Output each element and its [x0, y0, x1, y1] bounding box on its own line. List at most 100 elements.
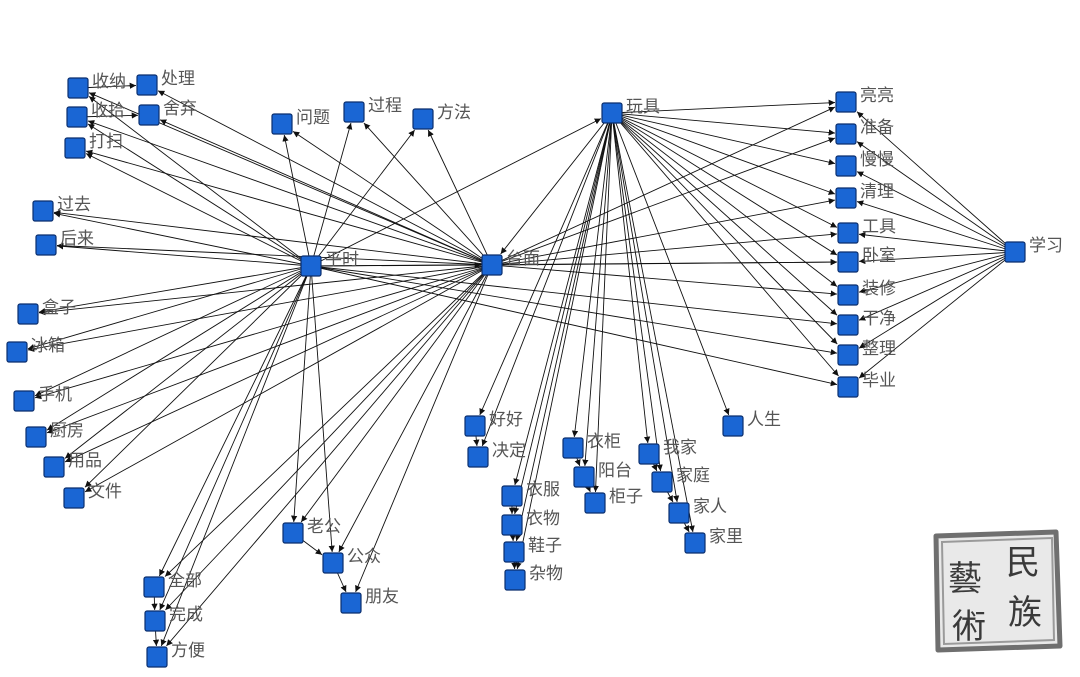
node-yiwu[interactable]: 衣物 — [501, 509, 560, 536]
node-pengyou[interactable]: 朋友 — [340, 587, 399, 614]
node-square-pingshi[interactable] — [300, 255, 322, 277]
node-gongju[interactable]: 工具 — [837, 217, 896, 244]
node-bingxiang[interactable]: 冰箱 — [6, 336, 65, 363]
node-square-zhuangxiu[interactable] — [837, 284, 859, 306]
node-shouji[interactable]: 手机 — [13, 385, 72, 412]
node-square-shouna[interactable] — [67, 77, 89, 99]
node-square-xiezi[interactable] — [503, 541, 525, 563]
node-square-qingli[interactable] — [835, 187, 857, 209]
node-xuexi[interactable]: 学习 — [1004, 236, 1063, 263]
node-square-quanbu[interactable] — [143, 576, 165, 598]
node-square-wenjian[interactable] — [63, 487, 85, 509]
node-xiezi[interactable]: 鞋子 — [503, 536, 562, 563]
node-square-shouji[interactable] — [13, 390, 35, 412]
node-square-taimian[interactable] — [481, 254, 503, 276]
node-square-biye[interactable] — [837, 376, 859, 398]
node-square-woshi[interactable] — [837, 251, 859, 273]
node-square-jiali[interactable] — [684, 532, 706, 554]
node-qingli[interactable]: 清理 — [835, 182, 894, 209]
node-square-wanju[interactable] — [601, 102, 623, 124]
node-square-fangbian[interactable] — [146, 646, 168, 668]
node-haohao[interactable]: 好好 — [464, 410, 523, 437]
node-square-laogong[interactable] — [282, 522, 304, 544]
node-square-haohao[interactable] — [464, 415, 486, 437]
node-zhengli[interactable]: 整理 — [837, 339, 896, 366]
node-square-zawu[interactable] — [504, 569, 526, 591]
node-jiaren[interactable]: 家人 — [668, 497, 727, 524]
node-fangfa[interactable]: 方法 — [412, 103, 471, 130]
node-square-fangfa[interactable] — [412, 108, 434, 130]
node-quanbu[interactable]: 全部 — [143, 571, 202, 598]
node-square-guizi[interactable] — [584, 492, 606, 514]
node-square-chufang[interactable] — [25, 426, 47, 448]
node-square-sheqi[interactable] — [138, 104, 160, 126]
node-woshi[interactable]: 卧室 — [837, 246, 896, 273]
node-square-jiaren[interactable] — [668, 502, 690, 524]
node-square-manman[interactable] — [835, 155, 857, 177]
node-square-pengyou[interactable] — [340, 592, 362, 614]
node-pingshi[interactable]: 平时 — [300, 250, 359, 277]
node-square-wancheng[interactable] — [144, 610, 166, 632]
node-shouna[interactable]: 收纳 — [67, 72, 126, 99]
node-gongzhong[interactable]: 公众 — [322, 547, 381, 574]
node-wojia[interactable]: 我家 — [638, 438, 697, 465]
node-hezi[interactable]: 盒子 — [17, 298, 76, 325]
node-square-yongpin[interactable] — [43, 456, 65, 478]
node-square-wojia[interactable] — [638, 443, 660, 465]
node-square-houlai[interactable] — [35, 234, 57, 256]
node-zhuangxiu[interactable]: 装修 — [837, 279, 896, 306]
node-rensheng[interactable]: 人生 — [722, 410, 781, 437]
node-square-liangliang[interactable] — [835, 91, 857, 113]
node-taimian[interactable]: 台面 — [481, 249, 540, 276]
node-square-yiwu[interactable] — [501, 514, 523, 536]
node-square-gongju[interactable] — [837, 222, 859, 244]
node-square-yangtai[interactable] — [573, 466, 595, 488]
node-yongpin[interactable]: 用品 — [43, 451, 102, 478]
node-laogong[interactable]: 老公 — [282, 517, 341, 544]
node-shoushi[interactable]: 收拾 — [66, 101, 125, 128]
node-sheqi[interactable]: 舍弃 — [138, 99, 197, 126]
node-yifu[interactable]: 衣服 — [501, 480, 560, 507]
node-square-gongzhong[interactable] — [322, 552, 344, 574]
node-liangliang[interactable]: 亮亮 — [835, 86, 894, 113]
node-square-zhunbei[interactable] — [835, 123, 857, 145]
node-square-guoqu[interactable] — [32, 200, 54, 222]
node-yangtai[interactable]: 阳台 — [573, 461, 632, 488]
node-manman[interactable]: 慢慢 — [835, 149, 894, 177]
node-chuli[interactable]: 处理 — [136, 69, 195, 96]
node-chufang[interactable]: 厨房 — [25, 421, 84, 448]
node-square-shoushi[interactable] — [66, 106, 88, 128]
node-jueding[interactable]: 决定 — [467, 441, 526, 468]
node-square-ganjing[interactable] — [837, 314, 859, 336]
node-square-yigui[interactable] — [562, 437, 584, 459]
node-houlai[interactable]: 后来 — [35, 229, 94, 256]
node-square-hezi[interactable] — [17, 303, 39, 325]
node-wanju[interactable]: 玩具 — [601, 97, 660, 124]
node-square-yifu[interactable] — [501, 485, 523, 507]
node-yigui[interactable]: 衣柜 — [562, 432, 621, 459]
node-biye[interactable]: 毕业 — [837, 371, 896, 398]
node-square-dasao[interactable] — [64, 137, 86, 159]
node-square-chuli[interactable] — [136, 74, 158, 96]
node-wenjian[interactable]: 文件 — [63, 482, 122, 509]
node-square-jiating[interactable] — [651, 471, 673, 493]
node-guoqu[interactable]: 过去 — [32, 195, 91, 222]
node-guocheng[interactable]: 过程 — [343, 96, 402, 123]
node-jiali[interactable]: 家里 — [684, 527, 743, 554]
node-square-zhengli[interactable] — [837, 344, 859, 366]
node-jiating[interactable]: 家庭 — [651, 466, 710, 493]
node-guizi[interactable]: 柜子 — [584, 487, 643, 514]
node-wancheng[interactable]: 完成 — [144, 605, 203, 632]
node-square-rensheng[interactable] — [722, 415, 744, 437]
node-square-bingxiang[interactable] — [6, 341, 28, 363]
node-ganjing[interactable]: 干净 — [837, 309, 896, 336]
node-square-xuexi[interactable] — [1004, 241, 1026, 263]
node-zhunbei[interactable]: 准备 — [835, 118, 894, 145]
node-zawu[interactable]: 杂物 — [504, 564, 563, 591]
node-square-wenti[interactable] — [271, 113, 293, 135]
node-square-jueding[interactable] — [467, 446, 489, 468]
node-dasao[interactable]: 打扫 — [64, 132, 123, 159]
node-fangbian[interactable]: 方便 — [146, 641, 205, 668]
node-wenti[interactable]: 问题 — [271, 108, 330, 135]
node-square-guocheng[interactable] — [343, 101, 365, 123]
